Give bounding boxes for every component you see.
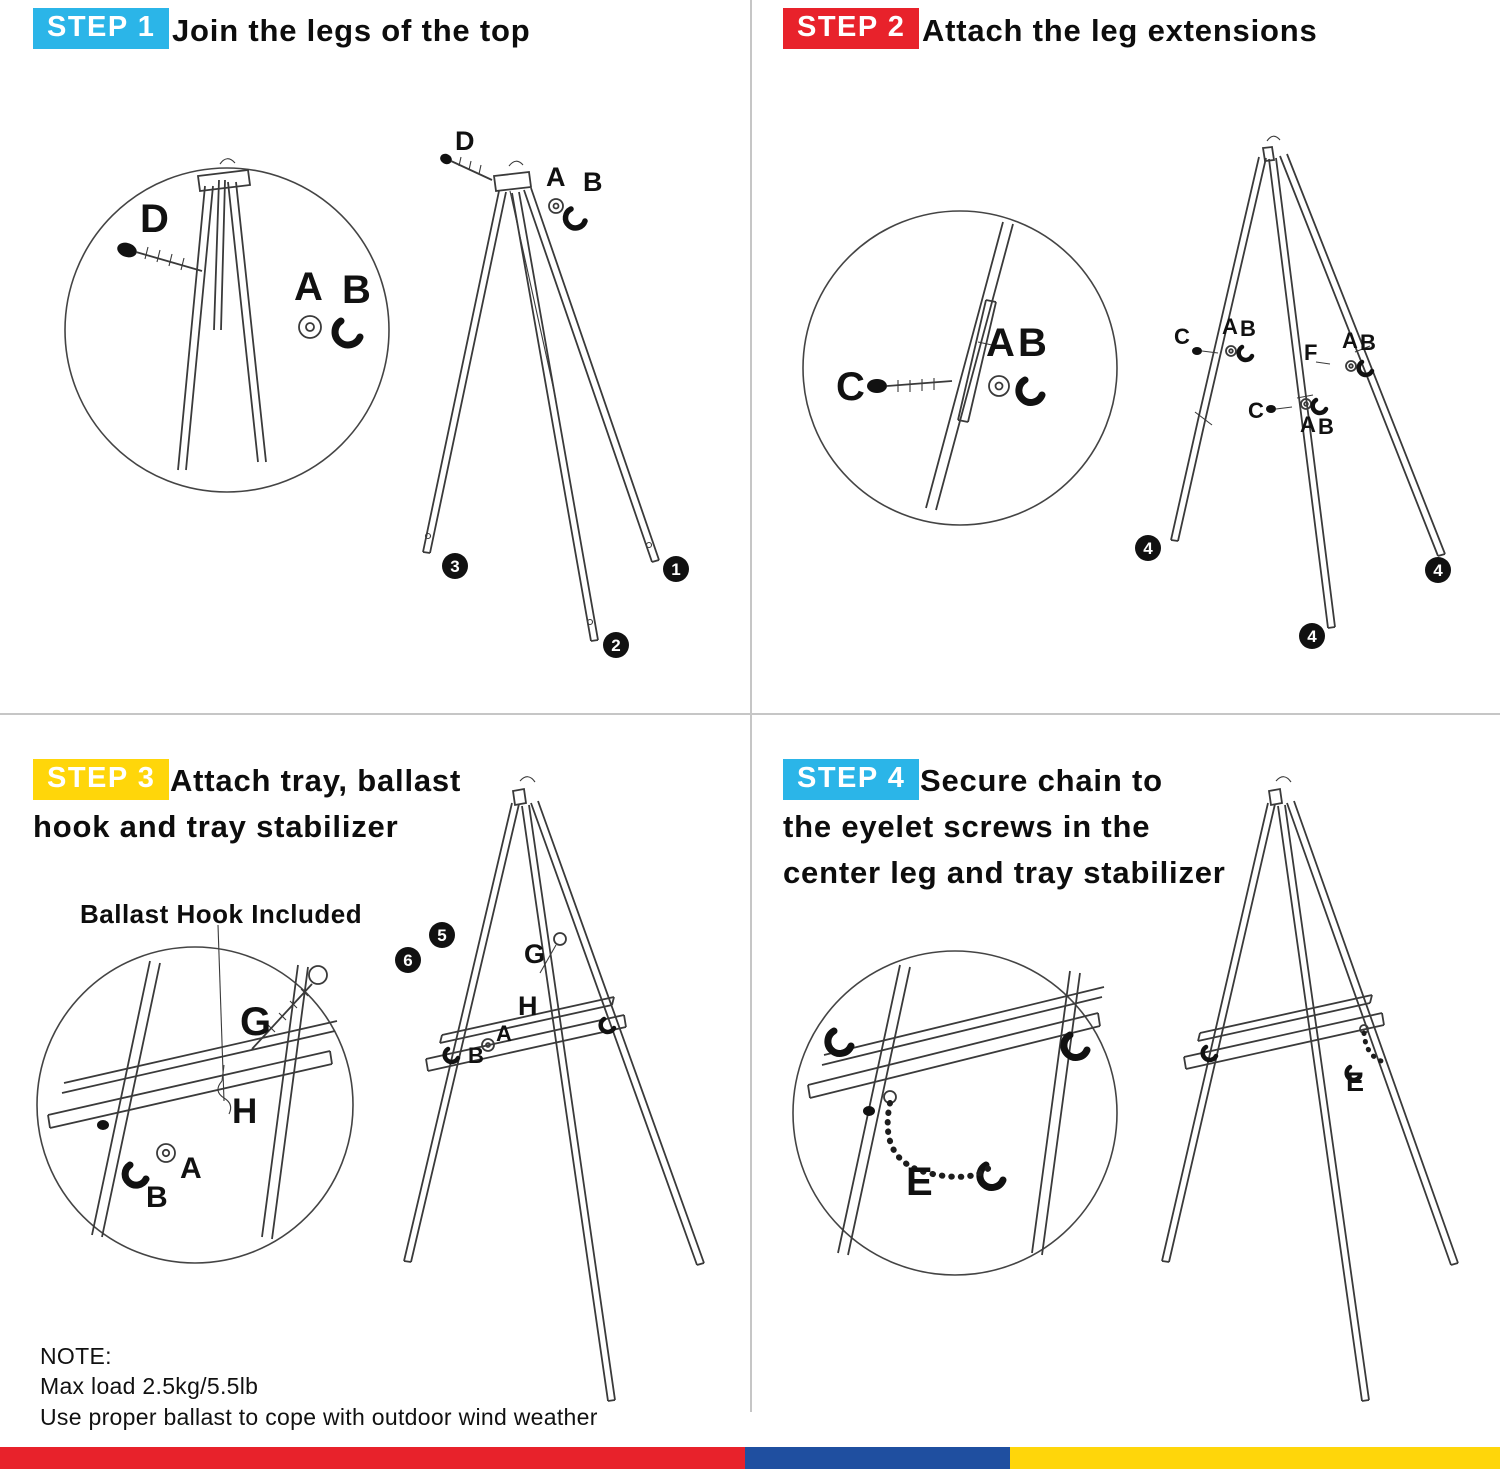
part-number-badge: 4 <box>1299 623 1325 649</box>
note-line: Use proper ballast to cope with outdoor … <box>40 1403 598 1430</box>
wingnut-icon <box>598 1016 617 1035</box>
chain-icon <box>884 1100 993 1180</box>
wingnut-icon <box>1344 1064 1363 1083</box>
svg-text:4: 4 <box>1433 561 1443 580</box>
wingnut-icon <box>562 206 588 231</box>
note-line: Max load 2.5kg/5.5lb <box>40 1373 259 1400</box>
label-c: C <box>1174 324 1190 349</box>
step1-title: Join the legs of the top <box>172 13 531 48</box>
step2-diagram: C A B C A <box>802 135 1451 649</box>
label-a: A <box>1222 314 1238 339</box>
label-a: A <box>986 321 1015 365</box>
wingnut-icon <box>1236 344 1255 363</box>
label-b: B <box>1018 321 1047 365</box>
label-h: H <box>518 991 538 1021</box>
vertical-divider <box>750 0 752 1412</box>
step1-panel: D A B D <box>0 0 750 713</box>
label-b: B <box>146 1181 168 1214</box>
chain-icon <box>1361 1030 1391 1066</box>
step2-title: Attach the leg extensions <box>922 13 1318 48</box>
color-bar-yellow <box>1010 1447 1500 1469</box>
step1-tripod-drawing: D A B <box>422 126 660 642</box>
wingnut-icon <box>976 1161 1007 1191</box>
label-b: B <box>468 1043 484 1068</box>
ballast-hook-callout: Ballast Hook Included <box>80 899 363 929</box>
svg-text:4: 4 <box>1307 627 1317 646</box>
step1-diagram: D A B D <box>64 126 689 658</box>
label-f: F <box>1304 340 1317 365</box>
label-b: B <box>583 167 603 197</box>
label-c: C <box>836 365 865 409</box>
label-e: E <box>906 1160 933 1204</box>
part-number-badge: 3 <box>442 553 468 579</box>
step3-diagram: G H A B <box>36 776 705 1402</box>
label-b: B <box>1318 414 1334 439</box>
step2-panel: C A B C A <box>750 0 1500 713</box>
step1-badge: STEP 1 <box>33 8 170 49</box>
label-b: B <box>1360 330 1376 355</box>
step4-magnifier-inset: E <box>792 950 1118 1276</box>
part-number-badge: 6 <box>395 947 421 973</box>
label-a: A <box>1342 328 1358 353</box>
wingnut-icon <box>442 1046 461 1065</box>
wingnut-icon <box>1015 376 1046 406</box>
step3-title-line2: hook and tray stabilizer <box>33 809 399 844</box>
label-d: D <box>455 126 475 156</box>
label-d: D <box>140 197 169 241</box>
horizontal-divider <box>0 713 1500 715</box>
step1-magnifier-inset: D A B <box>64 158 390 493</box>
part-number-badge: 2 <box>603 632 629 658</box>
step2-magnifier-inset: C A B <box>802 210 1118 526</box>
wingnut-icon <box>1060 1031 1091 1061</box>
label-b: B <box>1240 316 1256 341</box>
wingnut-icon <box>824 1027 855 1057</box>
label-c: C <box>1248 398 1264 423</box>
label-a: A <box>180 1152 202 1185</box>
step2-badge: STEP 2 <box>783 8 920 49</box>
part-number-badge: 4 <box>1425 557 1451 583</box>
part-number-badge: 5 <box>429 922 455 948</box>
color-bar-blue <box>745 1447 1010 1469</box>
svg-text:3: 3 <box>450 557 459 576</box>
brand-color-bar <box>0 1447 1500 1469</box>
wingnut-icon <box>121 1161 150 1189</box>
step4-panel: E E STEP <box>750 713 1500 1447</box>
part-number-badge: 1 <box>663 556 689 582</box>
label-g: G <box>524 939 545 969</box>
step3-title-line1: Attach tray, ballast <box>170 763 462 798</box>
svg-text:5: 5 <box>437 926 446 945</box>
label-b: B <box>342 268 371 312</box>
note-block: NOTE: Max load 2.5kg/5.5lb Use proper ba… <box>40 1341 598 1432</box>
step4-title-line3: center leg and tray stabilizer <box>783 855 1226 890</box>
label-e: E <box>1346 1067 1364 1097</box>
step2-tripod-drawing: C A B F A B C A B <box>1170 135 1446 629</box>
note-heading: NOTE: <box>40 1343 112 1369</box>
step4-title-line2: the eyelet screws in the <box>783 809 1151 844</box>
label-h: H <box>232 1092 257 1131</box>
label-g: G <box>240 1000 271 1044</box>
step4-title-line1: Secure chain to <box>920 763 1163 798</box>
color-bar-red <box>0 1447 745 1469</box>
wingnut-icon <box>1310 397 1329 416</box>
label-a: A <box>546 162 566 192</box>
step3-easel-drawing: G H A B <box>403 776 705 1402</box>
svg-text:4: 4 <box>1143 539 1153 558</box>
step3-badge: STEP 3 <box>33 759 170 800</box>
step4-easel-drawing: E <box>1161 776 1459 1402</box>
label-a: A <box>294 265 323 309</box>
wingnut-icon <box>331 317 364 349</box>
step4-diagram: E E <box>792 776 1459 1402</box>
step4-badge: STEP 4 <box>783 759 920 800</box>
label-a: A <box>496 1021 512 1046</box>
step3-magnifier-inset: G H A B <box>36 946 354 1264</box>
svg-text:2: 2 <box>611 636 620 655</box>
svg-text:6: 6 <box>403 951 412 970</box>
wingnut-icon <box>1356 359 1375 378</box>
label-a: A <box>1300 412 1316 437</box>
part-number-badge: 4 <box>1135 535 1161 561</box>
svg-text:1: 1 <box>671 560 680 579</box>
wingnut-icon <box>1200 1044 1219 1063</box>
step3-panel: G H A B <box>0 713 750 1447</box>
